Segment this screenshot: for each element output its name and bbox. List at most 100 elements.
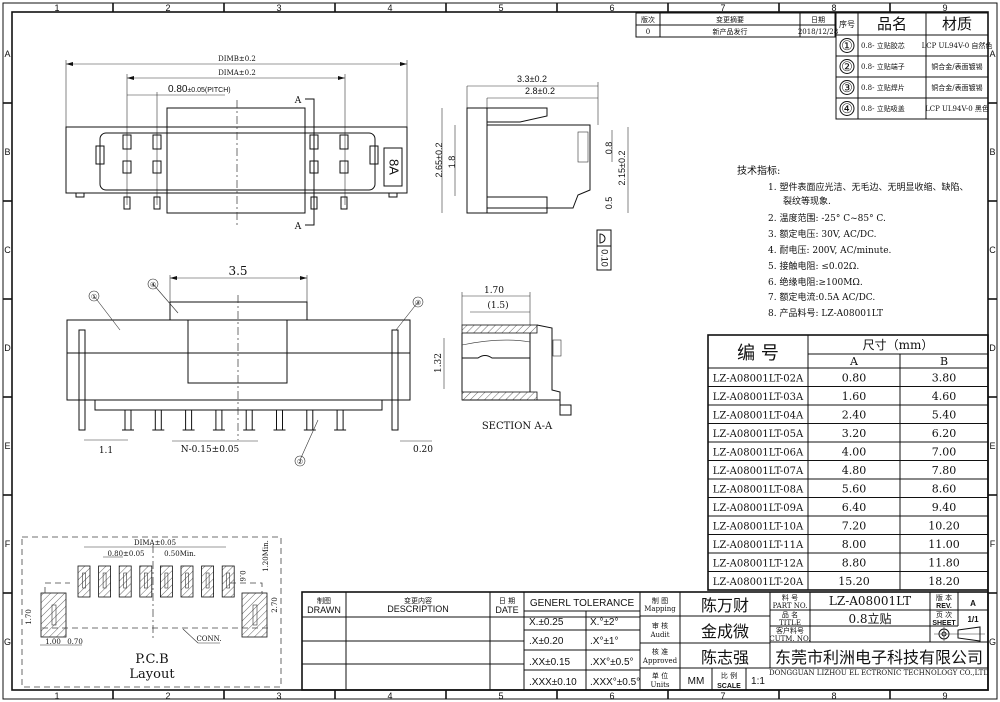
frame-column-label: 8 bbox=[831, 3, 836, 13]
part-name: 0.8- 立贴端子 bbox=[861, 62, 905, 71]
dim-a-cell: 5.60 bbox=[842, 483, 867, 496]
pick-cap-outline bbox=[169, 301, 308, 320]
pitch-label: 0.80±0.05(PITCH) bbox=[168, 84, 231, 95]
dim-b-cell: 4.60 bbox=[932, 390, 957, 403]
pcb-dim-left: 1.70 bbox=[25, 609, 33, 625]
part-number-cell: LZ-A08001LT-02A bbox=[713, 374, 804, 385]
frame-row-label: C bbox=[989, 245, 996, 255]
solder-tab-left bbox=[78, 329, 86, 431]
frame-row-label: F bbox=[990, 539, 996, 549]
spec-item: 2. 温度范围: -25° C~85° C. bbox=[768, 212, 886, 224]
frame-row-label: E bbox=[989, 441, 995, 451]
frame-column-label: 3 bbox=[276, 691, 281, 701]
frame-column-label: 1 bbox=[54, 3, 59, 13]
part-name: 0.8- 立贴吸盖 bbox=[861, 104, 905, 113]
spec-item: 8. 产品料号: LZ-A08001LT bbox=[768, 307, 883, 319]
spec-item: 4. 耐电压: 200V, AC/minute. bbox=[768, 244, 892, 256]
part-number-cell: LZ-A08001LT-03A bbox=[713, 392, 804, 403]
audit-name: 金成微 bbox=[701, 622, 749, 641]
dim-2-65: 2.65±0.2 bbox=[434, 143, 444, 178]
pcb-pad bbox=[159, 565, 173, 598]
description-label: DESCRIPTION bbox=[387, 604, 449, 614]
flatness-icon bbox=[599, 233, 606, 244]
frame-row-label: G bbox=[4, 637, 11, 647]
dim-a-cell: 0.80 bbox=[842, 372, 867, 385]
section-view: 1.70 (1.5) 1.32 SECTION A-A bbox=[434, 286, 572, 432]
frame-column-label: 2 bbox=[165, 3, 170, 13]
pcb-subtitle: Layout bbox=[129, 667, 175, 682]
pcb-dim-height: 2.70 bbox=[271, 597, 279, 613]
dim-3-5: 3.5 bbox=[228, 264, 247, 278]
units-label: Units bbox=[650, 681, 669, 689]
dim-table-header-size: 尺寸（mm） bbox=[863, 338, 934, 352]
dim-table-header-b: B bbox=[940, 355, 948, 368]
frame-row-label: E bbox=[4, 441, 10, 451]
scale-label: SCALE bbox=[717, 683, 741, 690]
pcb-dim-w1: 1.00 bbox=[45, 638, 61, 646]
specs-title: 技术指标: bbox=[737, 164, 780, 177]
customer-no-label-cn: 客户料号 bbox=[776, 626, 804, 635]
frame-row-label: F bbox=[5, 539, 11, 549]
part-number-circle: ③ bbox=[841, 81, 853, 96]
terminal-window bbox=[339, 160, 349, 174]
dim-pin-width: N-0.15±0.05 bbox=[181, 445, 240, 455]
pcb-pad bbox=[139, 565, 153, 598]
dim-a-cell: 2.40 bbox=[842, 409, 867, 422]
mapping-label-cn: 制 图 bbox=[652, 596, 668, 605]
dim-b-cell: 8.60 bbox=[932, 483, 957, 496]
dim-a-cell: 15.20 bbox=[838, 575, 870, 588]
spec-item: 1. 塑件表面应光洁、无毛边、无明显收缩、缺陷、 bbox=[768, 181, 968, 193]
rev-header-date: 日期 bbox=[811, 16, 825, 24]
description-label-cn: 变更内容 bbox=[404, 596, 432, 605]
part-material: LCP UL94V-0 黑色 bbox=[925, 104, 989, 113]
parts-header-name: 品名 bbox=[877, 15, 907, 33]
section-mark-bottom: A bbox=[294, 222, 302, 232]
pcb-pad bbox=[118, 565, 132, 598]
dim-b-cell: 3.80 bbox=[932, 372, 957, 385]
terminal-lead bbox=[185, 409, 193, 431]
tolerance-angular: .XXX°±0.5° bbox=[590, 677, 640, 688]
flatness-value: 0.10 bbox=[600, 249, 610, 267]
dim-a-label: DIMA±0.2 bbox=[218, 69, 256, 77]
frame-column-label: 7 bbox=[720, 691, 725, 701]
spec-item: 7. 额定电流:0.5A AC/DC. bbox=[768, 291, 875, 303]
dim-b-cell: 7.80 bbox=[932, 464, 957, 477]
frame-row-label: D bbox=[989, 343, 996, 353]
units-value: MM bbox=[688, 676, 705, 687]
terminal-contact bbox=[122, 134, 132, 150]
pcb-dim-pad: 0.6 bbox=[238, 570, 246, 582]
dim-table-header-no: 编 号 bbox=[737, 343, 779, 364]
frame-row-label: A bbox=[989, 49, 995, 59]
part-no-value: LZ-A08001LT bbox=[829, 594, 911, 608]
section-mark-top: A bbox=[294, 96, 302, 106]
dim-b-cell: 9.40 bbox=[932, 501, 957, 514]
part-material: 铜合金/表面镀锡 bbox=[931, 83, 982, 92]
frame-column-label: 6 bbox=[609, 3, 614, 13]
technical-specs: 技术指标: 1. 塑件表面应光洁、无毛边、无明显收缩、缺陷、裂纹等现象.2. 温… bbox=[737, 164, 968, 319]
dim-table-header-a: A bbox=[849, 355, 859, 368]
part-name: 0.8- 立贴胶芯 bbox=[861, 41, 905, 50]
dim-b-cell: 11.80 bbox=[928, 557, 960, 570]
units-label-cn: 单 位 bbox=[652, 671, 668, 680]
terminal-contact bbox=[339, 134, 349, 150]
terminal-lead bbox=[153, 196, 161, 210]
part-no-label: PART NO. bbox=[773, 602, 808, 610]
tolerance-title: GENERL TOLERANCE bbox=[530, 598, 635, 609]
customer-no-label: CUTM. NO. bbox=[769, 635, 810, 643]
company-name-cn: 东莞市利洲电子科技有限公司 bbox=[775, 648, 983, 667]
housing-outline bbox=[65, 126, 408, 194]
frame-column-label: 5 bbox=[498, 691, 503, 701]
marking-box bbox=[383, 147, 403, 187]
approved-label-cn: 核 准 bbox=[652, 647, 668, 656]
dim-a-cell: 8.80 bbox=[842, 557, 867, 570]
part-number-cell: LZ-A08001LT-05A bbox=[713, 429, 804, 440]
dim-1-1: 1.1 bbox=[99, 446, 113, 456]
title-label: TITLE bbox=[779, 619, 801, 627]
dim-b-cell: 7.00 bbox=[932, 446, 957, 459]
frame-column-label: 6 bbox=[609, 691, 614, 701]
dim-2-15: 2.15±0.2 bbox=[617, 151, 627, 186]
frame-column-label: 5 bbox=[498, 3, 503, 13]
